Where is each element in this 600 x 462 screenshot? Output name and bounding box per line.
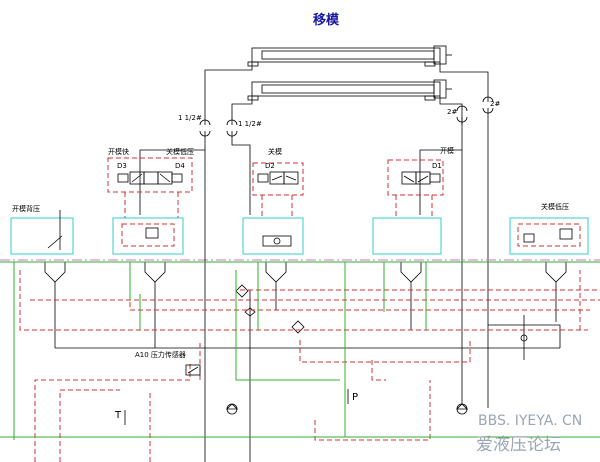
label-d3: D3 (117, 162, 127, 170)
sensor-label: A10 压力传感器 (135, 350, 186, 359)
watermark-name: 爱液压论坛 (476, 435, 561, 455)
upper-cylinder (247, 45, 452, 67)
label-d2: D2 (265, 162, 275, 170)
diagram-title: 移模 (313, 12, 340, 28)
cylinder-pipes (139, 62, 494, 408)
label-close-mold-low: 关模低压 (166, 147, 194, 156)
tank-label: T (114, 410, 122, 421)
pressure-label: P (352, 392, 358, 403)
return-lines (55, 150, 561, 462)
valve-d1 (387, 159, 444, 218)
pressure-lines (0, 261, 600, 440)
label-close-mold: 关模 (268, 147, 282, 156)
label-close-mold-low-2: 关模低压 (541, 202, 569, 211)
valve-d3-d4 (107, 157, 193, 218)
pilot-lines (19, 270, 600, 462)
watermark-url: BBS. IYEYA. CN (478, 413, 582, 429)
pipe-size-label-1: 1 1/2# (178, 114, 202, 122)
valve-d2 (252, 162, 304, 218)
block-internal-symbols (47, 210, 581, 250)
pipe-size-label-2: 1 1/2# (238, 120, 262, 128)
check-valves (226, 284, 468, 415)
label-open-mold: 开模 (440, 146, 454, 155)
label-d4: D4 (175, 162, 185, 170)
label-open-mold-fast: 开模快 (108, 147, 129, 156)
pipe-size-label-4: 2# (490, 100, 500, 108)
label-open-mold-back: 开模背压 (12, 204, 40, 213)
logic-valves (44, 261, 567, 348)
pipe-size-label-3: 2# (447, 108, 457, 116)
label-d1: D1 (432, 162, 442, 170)
cartridge-blocks (10, 217, 589, 255)
lower-cylinder (247, 79, 452, 101)
pressure-sensor-icon (185, 364, 201, 376)
